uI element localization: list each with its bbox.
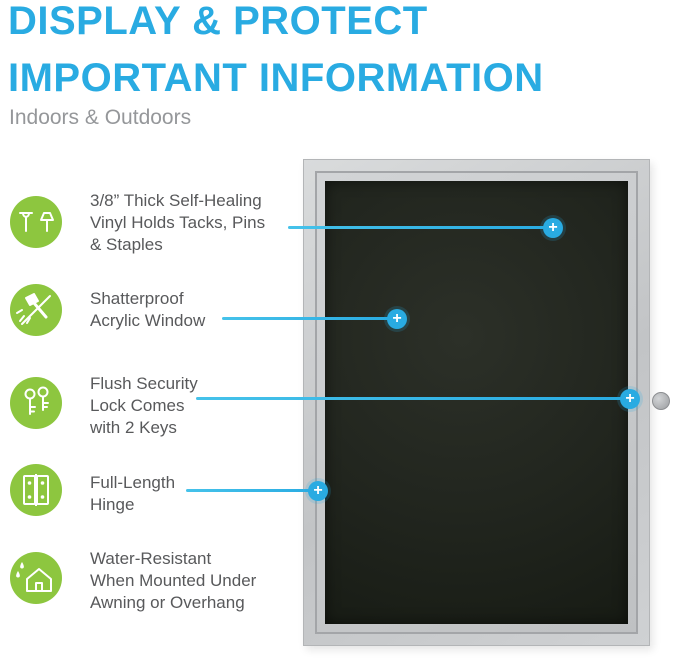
feature-text-water: Water-Resistant When Mounted Under Awnin… xyxy=(90,549,257,612)
callout-line-lock xyxy=(196,397,630,400)
subtitle: Indoors & Outdoors xyxy=(9,106,192,129)
bulletin-board-photo xyxy=(303,159,650,646)
callout-line-vinyl xyxy=(288,226,553,229)
feature-text-hinge: Full-Length Hinge xyxy=(90,473,176,514)
plus-icon: + xyxy=(548,219,558,236)
keys-lock-icon xyxy=(10,377,62,429)
tacks-pins-icon xyxy=(10,196,62,248)
plus-marker-acrylic: + xyxy=(387,309,407,329)
title-line-1: DISPLAY & PROTECT xyxy=(8,0,428,43)
title-line-2: IMPORTANT INFORMATION xyxy=(8,56,544,100)
hinge-icon xyxy=(10,464,62,516)
board-vinyl-surface xyxy=(325,181,628,624)
plus-icon: + xyxy=(313,482,323,499)
plus-marker-lock: + xyxy=(620,389,640,409)
callout-line-acrylic xyxy=(222,317,397,320)
shatterproof-icon xyxy=(10,284,62,336)
plus-icon: + xyxy=(392,310,402,327)
feature-text-vinyl: 3/8” Thick Self-Healing Vinyl Holds Tack… xyxy=(90,191,266,254)
feature-text-acrylic: Shatterproof Acrylic Window xyxy=(90,289,206,330)
feature-text-lock: Flush Security Lock Comes with 2 Keys xyxy=(90,374,198,437)
callout-line-hinge xyxy=(186,489,318,492)
plus-marker-vinyl: + xyxy=(543,218,563,238)
lock-knob xyxy=(652,392,670,410)
board-inner-frame xyxy=(315,171,638,634)
plus-icon: + xyxy=(625,390,635,407)
plus-marker-hinge: + xyxy=(308,481,328,501)
house-water-icon xyxy=(10,552,62,604)
